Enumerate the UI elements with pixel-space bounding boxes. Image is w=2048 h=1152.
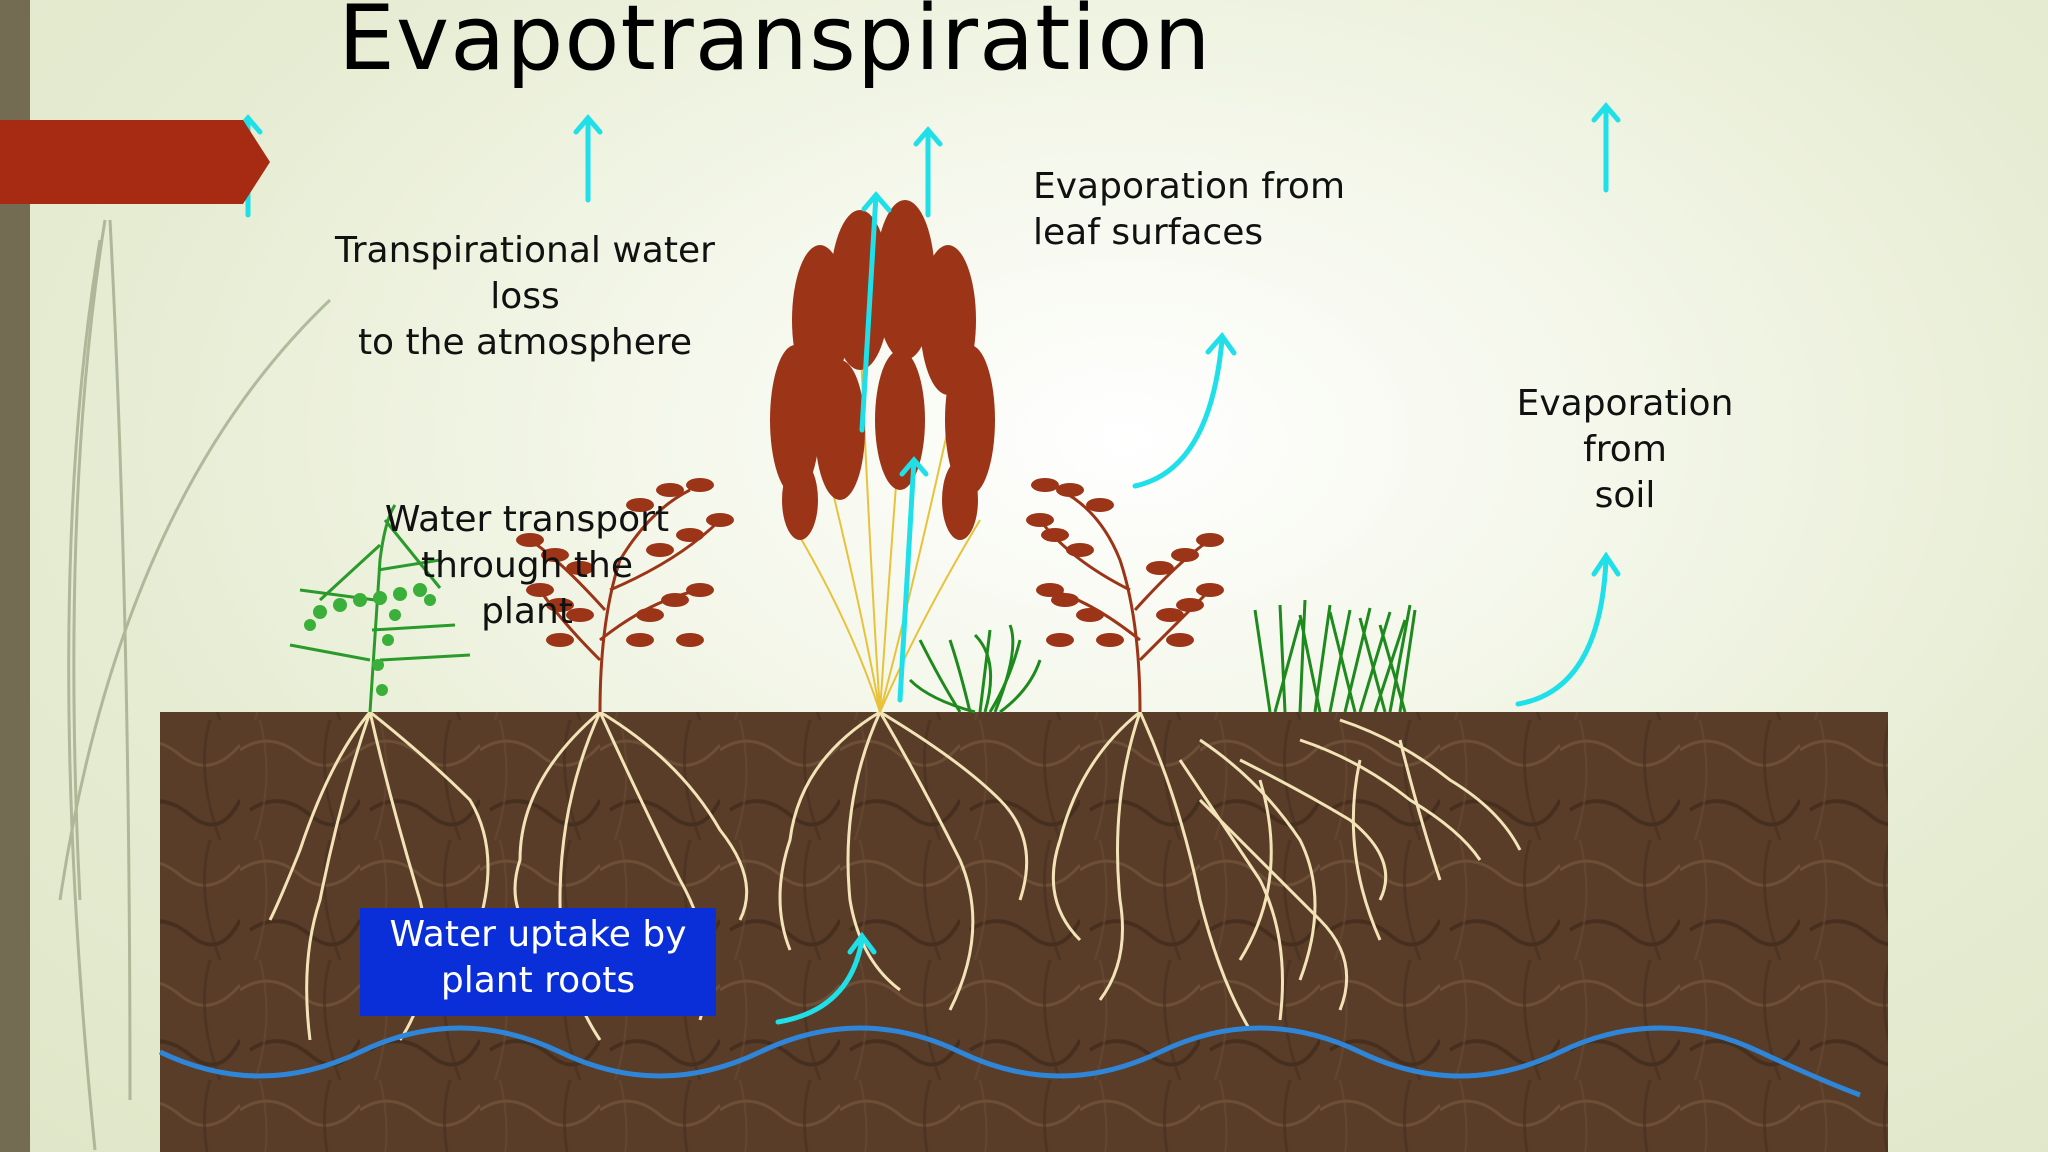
water-transport-arrow (897, 456, 929, 703)
leaf-evaporation-label-line-2: leaf surfaces (1033, 212, 1264, 253)
root-uptake-label-line-2: plant roots (440, 960, 636, 1001)
grass-tuft-large (1253, 599, 1417, 713)
root-uptake-arrow (775, 931, 877, 1025)
decorative-grass-blades (58, 219, 332, 1151)
transpiration-label-line-1: Transpirational water loss (335, 230, 715, 317)
leaf-evaporation-arrow (1132, 331, 1237, 489)
transpiration-label: Transpirational water loss to the atmosp… (300, 228, 750, 366)
soil-evaporation-label-line-1: Evaporation from (1516, 383, 1734, 470)
red-leafy-plant-left (516, 478, 734, 713)
slide-title: Evapotranspiration (338, 0, 1212, 91)
soil-evaporation-label-line-2: soil (1594, 475, 1656, 516)
green-fern-leaflets (304, 583, 436, 696)
grass-tuft-small (908, 624, 1042, 714)
transpiration-arrows (233, 102, 1621, 433)
water-transport-label-line-1: Water transport (384, 499, 670, 540)
green-fern-plant (289, 504, 471, 713)
soil-evaporation-arrow (1515, 551, 1621, 707)
tall-grain-plant (770, 200, 995, 713)
plant-roots (268, 710, 1522, 1041)
red-leafy-plant-right (1026, 478, 1224, 713)
water-transport-label-line-2: through the plant (421, 545, 633, 632)
water-table-line (158, 1025, 1861, 1098)
root-uptake-label-line-1: Water uptake by (389, 914, 687, 955)
soil-evaporation-label: Evaporation from soil (1470, 381, 1780, 519)
root-uptake-label-box: Water uptake by plant roots (360, 908, 716, 1016)
transpiration-label-line-2: to the atmosphere (357, 322, 693, 363)
leaf-evaporation-label: Evaporation from leaf surfaces (1033, 164, 1345, 256)
water-transport-label: Water transport through the plant (372, 497, 682, 635)
accent-tab (0, 120, 270, 204)
leaf-evaporation-label-line-1: Evaporation from (1033, 166, 1346, 207)
